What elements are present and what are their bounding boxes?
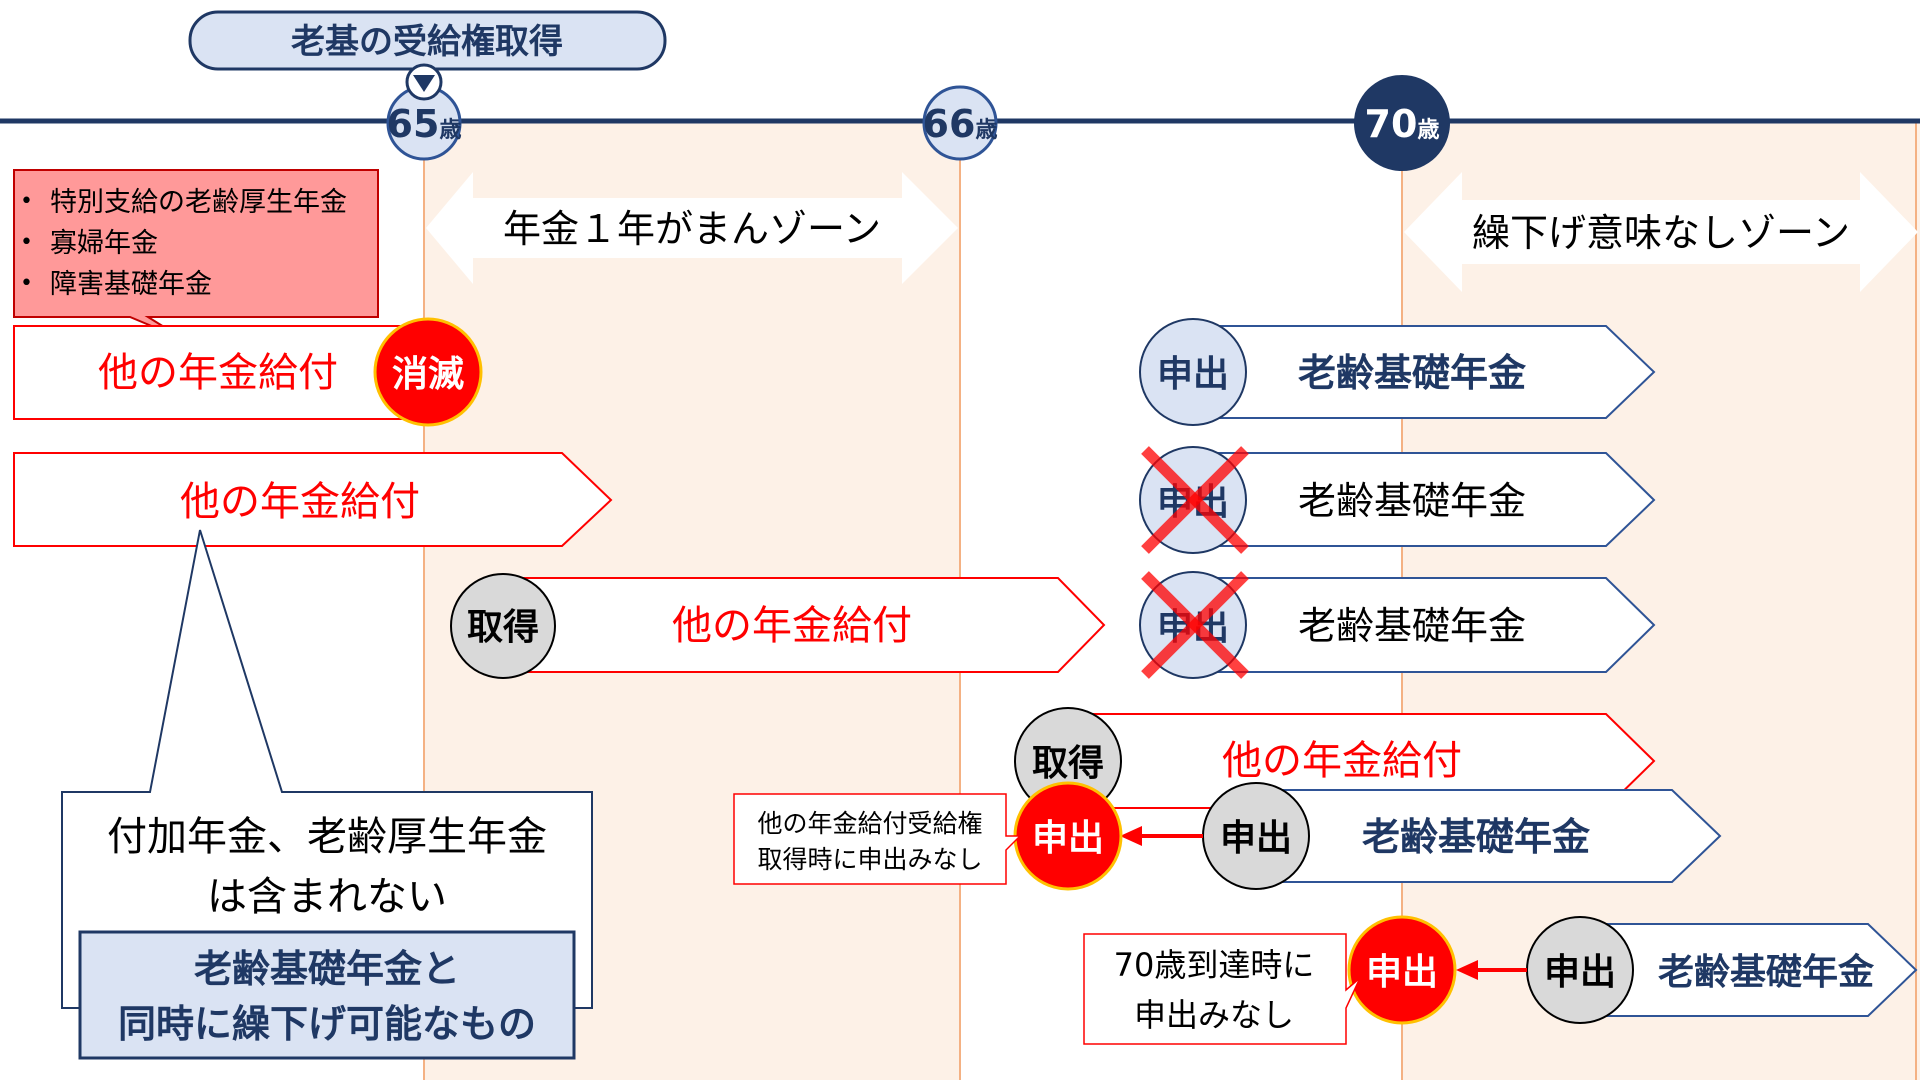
pointer-triangle-icon bbox=[405, 63, 443, 101]
zone1-label: 年金１年がまんゾーン bbox=[503, 207, 881, 251]
row3-acquire-badge bbox=[450, 573, 556, 679]
row2-benefit-label: 他の年金給付 bbox=[180, 479, 420, 525]
title-text: 老基の受給権取得 bbox=[291, 22, 563, 62]
bullet-2: • bbox=[20, 230, 33, 255]
deemed-note-2 bbox=[1083, 933, 1361, 1045]
row1-benefit-label: 他の年金給付 bbox=[98, 350, 338, 396]
rowA-pension-label: 老齢基礎年金 bbox=[1298, 351, 1527, 395]
deemed-note-1-line1: 他の年金給付受給権 bbox=[757, 809, 982, 838]
svg-text:66歳: 66歳 bbox=[923, 102, 998, 146]
exclusion-line1: 付加年金、老齢厚生年金 bbox=[107, 814, 547, 860]
rowF-apply-label: 申出 bbox=[1544, 952, 1616, 993]
deemed-note-1 bbox=[733, 793, 1022, 885]
deemed-note-2-line2: 申出みなし bbox=[1134, 996, 1294, 1034]
deferrable-box bbox=[78, 930, 576, 1060]
deferrable-line2: 同時に繰下げ可能なもの bbox=[118, 1002, 536, 1046]
rowE-pension-label: 老齢基礎年金 bbox=[1362, 815, 1591, 859]
extinct-label: 消滅 bbox=[392, 354, 464, 395]
svg-text:65歳: 65歳 bbox=[387, 102, 462, 146]
zone2-label: 繰下げ意味なしゾーン bbox=[1472, 211, 1850, 255]
deferrable-line1: 老齢基礎年金と bbox=[194, 947, 460, 991]
rowE-link-arrowhead bbox=[1120, 826, 1142, 846]
marker-66-unit: 歳 bbox=[975, 118, 997, 143]
marker-66-num: 66 bbox=[923, 102, 976, 146]
rowE-deemed-apply-label: 申出 bbox=[1032, 818, 1104, 859]
rowF-pension-label: 老齢基礎年金 bbox=[1658, 951, 1875, 993]
rowD-acquire-label: 取得 bbox=[1032, 743, 1104, 784]
benefit-item-3: 障害基礎年金 bbox=[50, 269, 212, 300]
zone1-double-arrow bbox=[426, 172, 958, 284]
extinct-badge bbox=[373, 317, 483, 427]
row1-benefit-box bbox=[13, 325, 425, 420]
row3-acquire-label: 取得 bbox=[467, 607, 539, 648]
deemed-note-1-line2: 取得時に申出みなし bbox=[757, 845, 982, 874]
row3-benefit-label: 他の年金給付 bbox=[672, 603, 912, 649]
marker-70-num: 70 bbox=[1365, 102, 1418, 146]
benefit-item-1: 特別支給の老齢厚生年金 bbox=[50, 187, 347, 218]
rowD-benefit-label: 他の年金給付 bbox=[1222, 738, 1462, 784]
marker-65-num: 65 bbox=[387, 102, 440, 146]
bullet-1: • bbox=[20, 189, 33, 214]
rowA-apply-label: 申出 bbox=[1157, 354, 1229, 395]
deemed-note-2-line1: 70歳到達時に bbox=[1114, 946, 1315, 984]
bullet-3: • bbox=[20, 271, 33, 296]
benefit-item-2: 寡婦年金 bbox=[50, 228, 158, 259]
rowE-apply-label: 申出 bbox=[1220, 818, 1292, 859]
marker-70: 70歳 bbox=[1354, 75, 1450, 171]
rowB-cross-icon bbox=[1141, 446, 1249, 554]
rowC-cross-icon bbox=[1141, 571, 1249, 679]
rowB-pension-label: 老齢基礎年金 bbox=[1298, 479, 1526, 523]
marker-65-unit: 歳 bbox=[439, 118, 461, 143]
zone2-double-arrow bbox=[1404, 172, 1918, 292]
rowF-deemed-apply-badge bbox=[1347, 915, 1457, 1025]
row2-benefit-arrow bbox=[13, 452, 613, 547]
exclusion-line2: は含まれない bbox=[207, 874, 447, 920]
rowC-pension-label: 老齢基礎年金 bbox=[1298, 604, 1526, 648]
rowF-deemed-apply-label: 申出 bbox=[1366, 952, 1438, 993]
svg-text:70歳: 70歳 bbox=[1365, 102, 1440, 146]
marker-66: 66歳 bbox=[922, 85, 998, 161]
marker-70-unit: 歳 bbox=[1417, 118, 1439, 143]
rowF-link-arrowhead bbox=[1456, 960, 1478, 980]
rowA-apply-badge bbox=[1139, 318, 1247, 426]
